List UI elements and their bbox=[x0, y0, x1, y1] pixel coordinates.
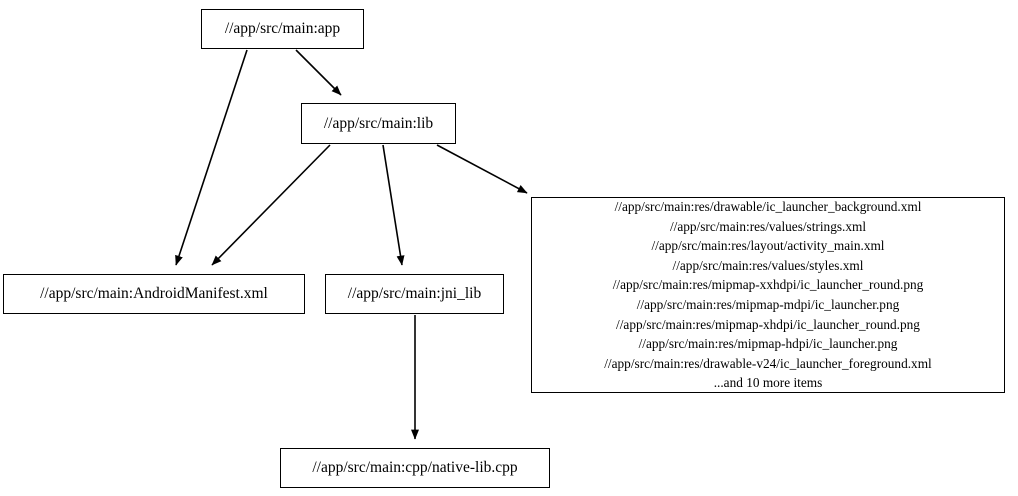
node-jni-lib[interactable]: //app/src/main:jni_lib bbox=[325, 274, 504, 314]
node-lib[interactable]: //app/src/main:lib bbox=[301, 103, 456, 144]
node-resources[interactable]: //app/src/main:res/drawable/ic_launcher_… bbox=[531, 197, 1005, 393]
edge-lib-to-jni-lib bbox=[382, 144, 405, 266]
node-resources-label: //app/src/main:res/drawable/ic_launcher_… bbox=[604, 199, 932, 391]
node-native-lib-cpp-label: //app/src/main:cpp/native-lib.cpp bbox=[312, 459, 518, 477]
node-app[interactable]: //app/src/main:app bbox=[201, 9, 364, 49]
node-lib-label: //app/src/main:lib bbox=[323, 114, 434, 132]
edge-lib-to-resources bbox=[436, 144, 528, 194]
edge-app-to-lib bbox=[295, 49, 342, 96]
node-androidmanifest[interactable]: //app/src/main:AndroidManifest.xml bbox=[3, 274, 305, 314]
node-androidmanifest-label: //app/src/main:AndroidManifest.xml bbox=[40, 285, 268, 303]
edge-app-to-androidmanifest bbox=[175, 49, 248, 266]
edge-lib-to-androidmanifest bbox=[211, 144, 331, 266]
node-jni-lib-label: //app/src/main:jni_lib bbox=[347, 285, 482, 303]
node-app-label: //app/src/main:app bbox=[224, 20, 341, 38]
node-native-lib-cpp[interactable]: //app/src/main:cpp/native-lib.cpp bbox=[280, 448, 550, 488]
